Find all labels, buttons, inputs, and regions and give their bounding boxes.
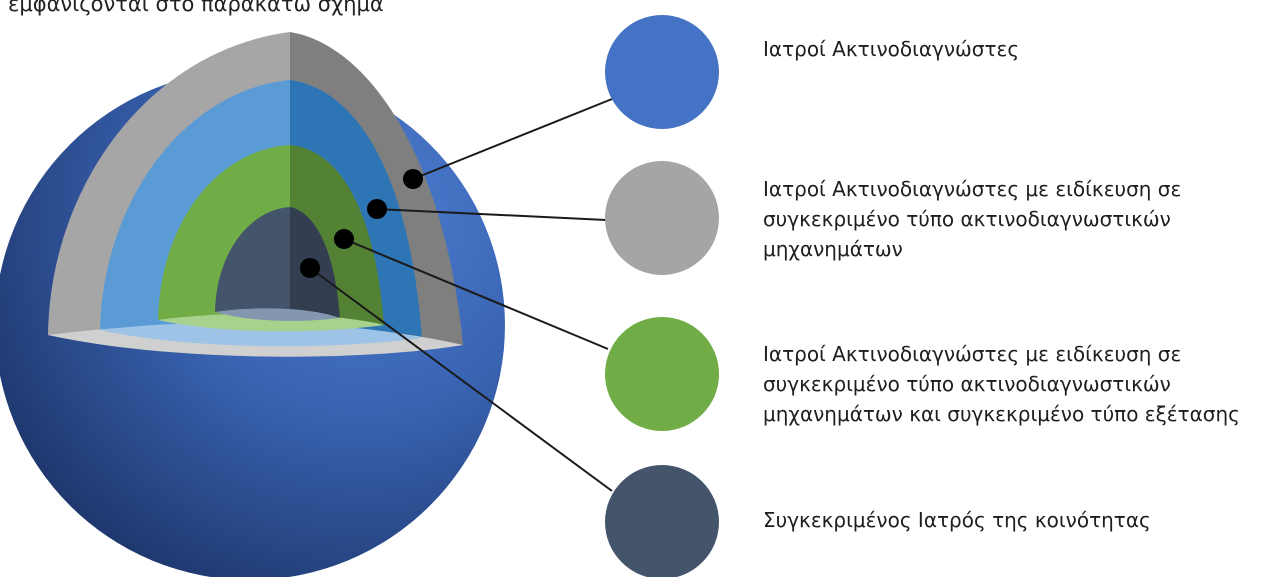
legend-label-machine-specialists: Ιατροί Ακτινοδιαγνώστες με ειδίκευση σε … — [763, 177, 1182, 261]
legend-label-exam-specialists: Ιατροί Ακτινοδιαγνώστες με ειδίκευση σε … — [763, 342, 1240, 426]
connector-dot-1 — [403, 169, 423, 189]
connector-line-1 — [412, 98, 613, 180]
connector-line-4 — [309, 267, 613, 492]
legend-circle-community-doctor — [605, 465, 719, 577]
diagram-caption: εμφανίζονται στο παρακάτω σχήμα — [8, 0, 384, 16]
legend-circle-machine-specialists — [605, 161, 719, 275]
connector-line-3 — [343, 238, 609, 350]
connector-dot-3 — [334, 229, 354, 249]
connector-dot-4 — [300, 258, 320, 278]
legend-circle-radiologists — [605, 15, 719, 129]
legend-label-radiologists: Ιατροί Ακτινοδιαγνώστες — [763, 37, 1020, 61]
legend-circle-exam-specialists — [605, 317, 719, 431]
floor-core — [215, 308, 340, 321]
connector-line-2 — [376, 208, 607, 221]
core-front — [215, 207, 290, 312]
legend-label-community-doctor: Συγκεκριμένος Ιατρός της κοινότητας — [763, 508, 1151, 532]
connector-dot-2 — [367, 199, 387, 219]
